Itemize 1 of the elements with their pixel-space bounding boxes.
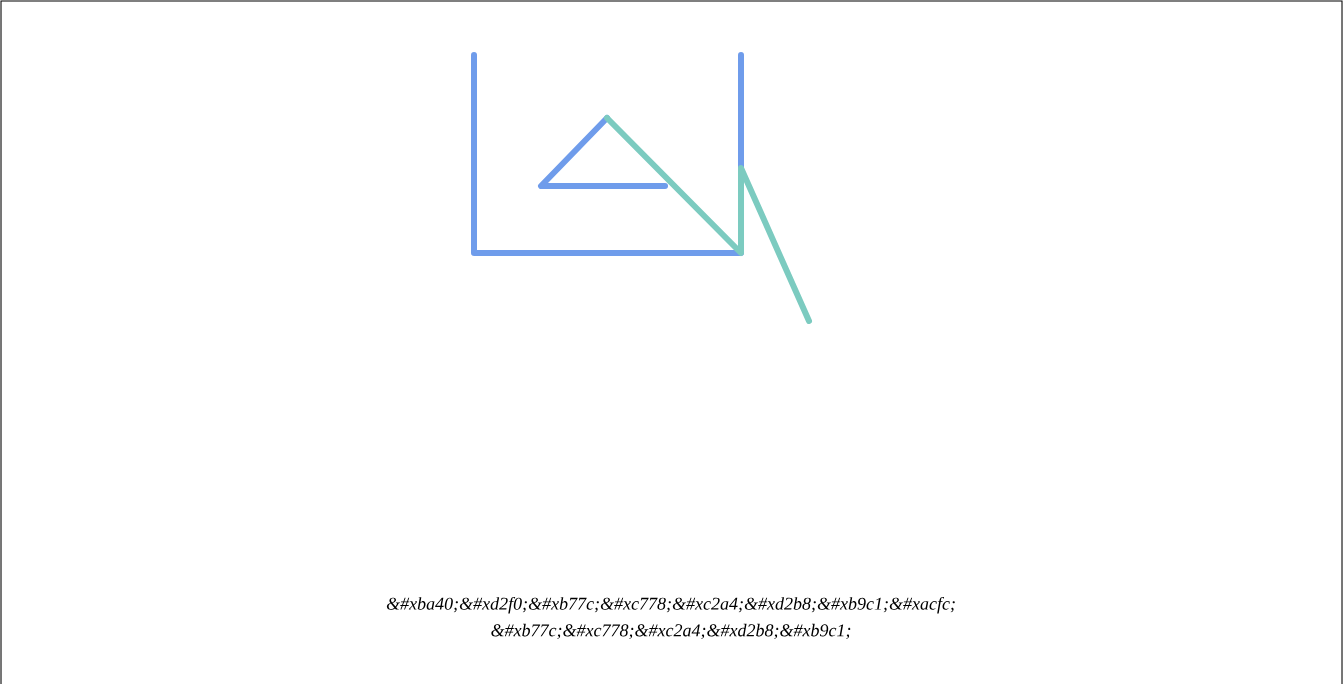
caption: &#xba40;&#xd2f0;&#xb77c;&#xc778;&#xc2a4;&#xd2b8;&#xb9c1;&#xacfc; &#xb77c;&#xc778;&#xc2a4;&#xd2b8;&#xb9c1; (386, 596, 955, 640)
